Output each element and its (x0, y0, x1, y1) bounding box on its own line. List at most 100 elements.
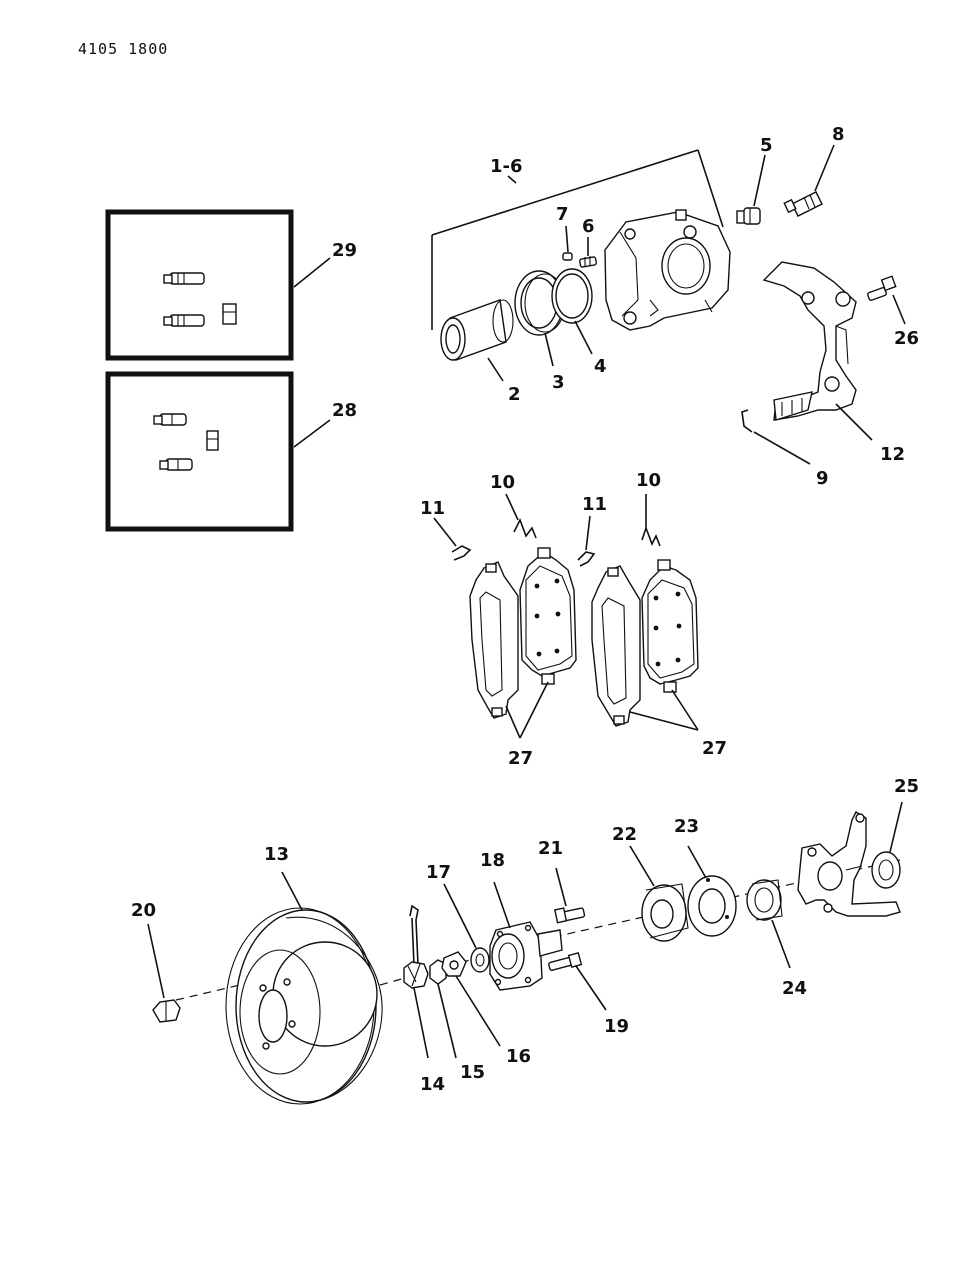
bleeder-cap (562, 252, 573, 261)
leader-13 (281, 871, 303, 911)
leader-3 (544, 332, 554, 367)
callout-18: 18 (480, 850, 505, 871)
hub-18 (489, 921, 563, 991)
brake-pad-outer-left (469, 561, 519, 719)
outer-bearing-17 (470, 947, 490, 973)
callout-27-left: 27 (508, 748, 533, 769)
adapter-bolt-26 (867, 275, 897, 301)
dust-seal-25 (871, 851, 901, 889)
brake-rotor (225, 907, 383, 1105)
leader-19 (575, 965, 607, 1011)
shield-23 (687, 875, 737, 937)
leader-20 (147, 923, 165, 999)
anti-rattle-clip-11-left (451, 545, 472, 561)
support-spring-9 (741, 409, 753, 433)
callout-25: 25 (894, 776, 919, 797)
leader-8 (814, 144, 835, 192)
guide-bolt-8 (783, 191, 823, 217)
callout-2: 2 (508, 384, 521, 405)
callout-1-6: 1-6 (490, 156, 523, 177)
leader-25 (889, 801, 903, 853)
leader-14 (413, 987, 429, 1059)
callout-12: 12 (880, 444, 905, 465)
leader-2 (487, 357, 504, 382)
leader-28 (293, 419, 331, 448)
kit-28-pin-upper (153, 413, 187, 426)
guide-pin-5 (736, 207, 761, 225)
callout-8: 8 (832, 124, 845, 145)
steering-knuckle (797, 811, 901, 917)
leader-11-left (433, 517, 457, 547)
washer-16 (441, 951, 467, 977)
bleeder-screw (579, 256, 597, 268)
callout-21: 21 (538, 838, 563, 859)
kit-28-pin-lower (159, 458, 193, 471)
brake-pad-outer-right (591, 565, 641, 727)
leader-11-right (585, 515, 591, 551)
callout-6: 6 (582, 216, 595, 237)
callout-3: 3 (552, 372, 565, 393)
leader-15 (437, 983, 457, 1059)
retainer-spring-10-left (513, 518, 537, 539)
callout-11-right: 11 (582, 494, 607, 515)
leader-24 (771, 919, 791, 969)
seal-22 (641, 883, 689, 942)
leader-17 (443, 883, 477, 949)
leader-23 (687, 845, 707, 879)
callout-19: 19 (604, 1016, 629, 1037)
bolt-21 (554, 907, 586, 924)
callout-24: 24 (782, 978, 807, 999)
kit-box-29 (105, 209, 294, 361)
callout-14: 14 (420, 1074, 445, 1095)
nut-lock-14 (403, 961, 429, 989)
callout-4: 4 (594, 356, 607, 377)
brake-pad-inner-left (519, 547, 577, 685)
callout-7: 7 (556, 204, 569, 225)
callout-29: 29 (332, 240, 357, 261)
caliper-adapter (762, 261, 857, 421)
callout-17: 17 (426, 862, 451, 883)
leaders-27-right (629, 689, 699, 731)
wheel-nut-20 (152, 999, 181, 1023)
callout-5: 5 (760, 135, 773, 156)
kit-29-bushing (222, 303, 237, 325)
leader-29 (293, 257, 331, 288)
callout-26: 26 (894, 328, 919, 349)
leader-10-left (505, 493, 519, 521)
cotter-pin-14 (409, 904, 419, 966)
leader-18 (493, 881, 511, 929)
callout-20: 20 (131, 900, 156, 921)
callout-10-right: 10 (636, 470, 661, 491)
leader-9 (753, 431, 811, 465)
leader-16 (455, 975, 501, 1047)
kit-29-pin-upper (163, 272, 205, 285)
leader-12 (835, 403, 873, 441)
callout-11-left: 11 (420, 498, 445, 519)
callout-23: 23 (674, 816, 699, 837)
kit-28-bushing (206, 430, 219, 451)
inner-bearing-24 (746, 879, 783, 921)
caliper-group-bracket (431, 149, 724, 330)
kit-29-pin-lower (163, 314, 205, 327)
leader-22 (629, 845, 655, 887)
anti-rattle-clip-11-right (577, 551, 596, 567)
kit-box-28 (105, 371, 294, 532)
piston-seal (551, 268, 593, 324)
callout-28: 28 (332, 400, 357, 421)
callout-27-right: 27 (702, 738, 727, 759)
callout-16: 16 (506, 1046, 531, 1067)
retainer-spring-10-right (641, 525, 661, 547)
callout-9: 9 (816, 468, 829, 489)
leader-21 (555, 867, 567, 907)
leader-5 (753, 154, 766, 207)
piston (440, 299, 514, 361)
brake-pad-inner-right (641, 559, 699, 693)
caliper-housing (604, 209, 731, 331)
callout-10-left: 10 (490, 472, 515, 493)
leader-26 (892, 294, 906, 325)
callout-22: 22 (612, 824, 637, 845)
document-number: 4105 1800 (78, 40, 169, 58)
callout-13: 13 (264, 844, 289, 865)
